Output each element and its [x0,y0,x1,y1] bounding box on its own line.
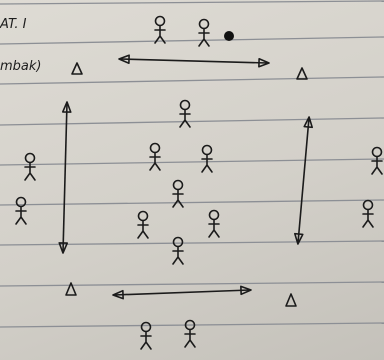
ball-icon [224,31,234,41]
player-icon [201,144,213,173]
player-icon [154,15,166,44]
player-icon [208,209,220,238]
player-icon [362,199,374,228]
double-arrow-top [118,54,270,68]
player-icon [172,236,184,265]
header-subtitle: mbak) [0,59,41,74]
header-title: AT. I [0,17,27,32]
player-icon [15,196,27,225]
double-arrow-bottom [112,285,252,300]
player-icon [137,210,149,239]
player-icon [198,18,210,47]
ruled-lines [0,0,384,328]
cone-icon [65,282,77,296]
cone-icon [71,62,83,75]
player-icon [371,146,383,175]
player-icon [140,321,152,350]
player-icon [179,99,191,128]
player-icon [149,142,161,171]
cone-icon [296,67,308,80]
cone-icon [285,293,297,307]
double-arrow-right [294,116,313,245]
player-icon [24,152,36,181]
double-arrow-left [58,101,72,254]
